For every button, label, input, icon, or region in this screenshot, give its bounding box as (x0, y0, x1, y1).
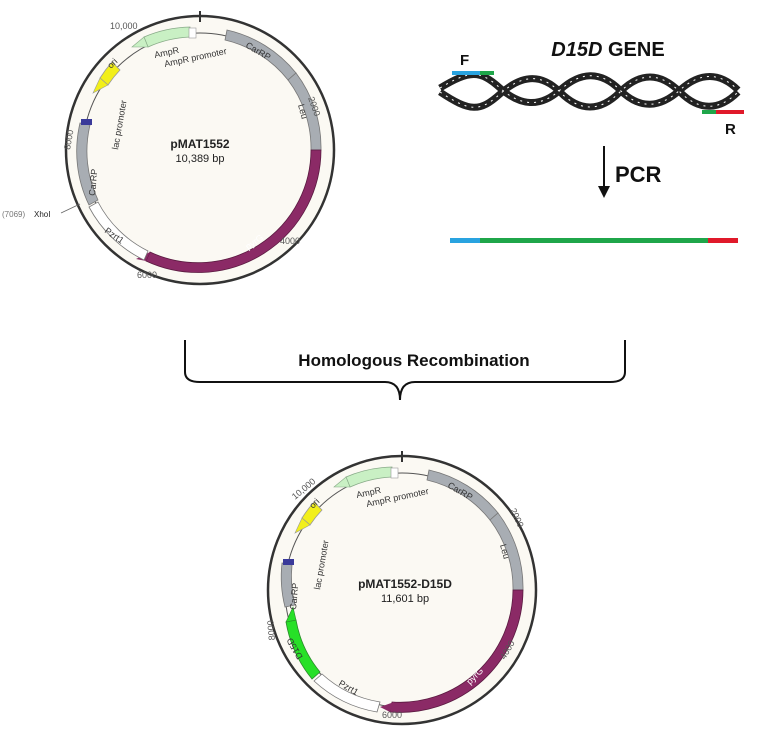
dna-helix (438, 71, 741, 111)
tick-8000: 8000 (62, 129, 75, 150)
pcr-label: PCR (615, 162, 662, 187)
primer-r-bar (716, 110, 744, 114)
recombination-label: Homologous Recombination (298, 351, 529, 370)
gene-title-rest: GENE (602, 39, 664, 61)
pcr-arrow-head (598, 186, 610, 198)
plasmid-map-2: 10,000 2000 4000 6000 8000 CarRP Leu pyr… (265, 451, 538, 726)
recombination-brace: Homologous Recombination (184, 340, 626, 401)
primer-r-label: R (725, 121, 736, 138)
plasmid1-name: pMAT1552 (170, 137, 229, 151)
gene-title: D15D GENE (551, 39, 664, 61)
tick-6000: 6000 (137, 270, 157, 280)
pyrg-feature-2 (389, 589, 524, 713)
label-leu: Leu (296, 103, 310, 120)
xhoi-position: (7069) (2, 210, 25, 219)
xhoi-leader (60, 203, 81, 214)
plasmid1-size: 10,389 bp (176, 153, 225, 165)
primer-r-overlap (702, 110, 716, 114)
ampr-promoter-box-2 (390, 467, 399, 479)
carrp-left-feature-2 (280, 562, 296, 608)
product-r-segment (708, 238, 738, 243)
lac-promoter-mark-2 (283, 559, 294, 565)
plasmid2-name: pMAT1552-D15D (358, 577, 452, 591)
pzrt1-feature-2 (313, 673, 381, 713)
carrp-left-feature (76, 122, 99, 206)
lac-promoter-mark (81, 119, 92, 125)
xhoi-label: XhoI (34, 210, 50, 219)
primer-f-bar (452, 71, 480, 75)
primer-f-overlap (480, 71, 494, 75)
gene-title-italic: D15D (551, 39, 602, 61)
ampr-promoter-box (188, 27, 197, 39)
pyrg-arrowhead-2 (380, 702, 394, 712)
ori-feature (99, 61, 121, 86)
primer-f-label: F (460, 52, 469, 69)
label2-carrp-left: CarRP (288, 582, 300, 610)
ori-feature-2 (301, 501, 323, 526)
ori-arrowhead (92, 77, 109, 94)
d15d-arrowhead (285, 606, 297, 623)
tick2-6000: 6000 (382, 710, 402, 720)
ampr-arrowhead-2 (333, 476, 351, 488)
tick-10000: 10,000 (110, 21, 138, 31)
pyrg-feature (145, 149, 322, 273)
plasmid-map-1: 10,000 2000 4000 6000 8000 CarRP Leu pyr… (2, 11, 336, 286)
product-f-segment (450, 238, 480, 243)
product-gene-segment (480, 238, 708, 243)
tick2-8000: 8000 (265, 620, 277, 641)
pzrt1-feature (88, 201, 149, 261)
plasmid2-size: 11,601 bp (381, 593, 429, 605)
gene-section: D15D GENE F R PCR (438, 39, 744, 243)
label-carrp-left: CarRP (87, 168, 99, 196)
ampr-arrowhead (131, 36, 149, 48)
ori-arrowhead-2 (294, 517, 311, 534)
tick-4000: 4000 (280, 236, 300, 246)
label2-leu: Leu (498, 543, 512, 560)
